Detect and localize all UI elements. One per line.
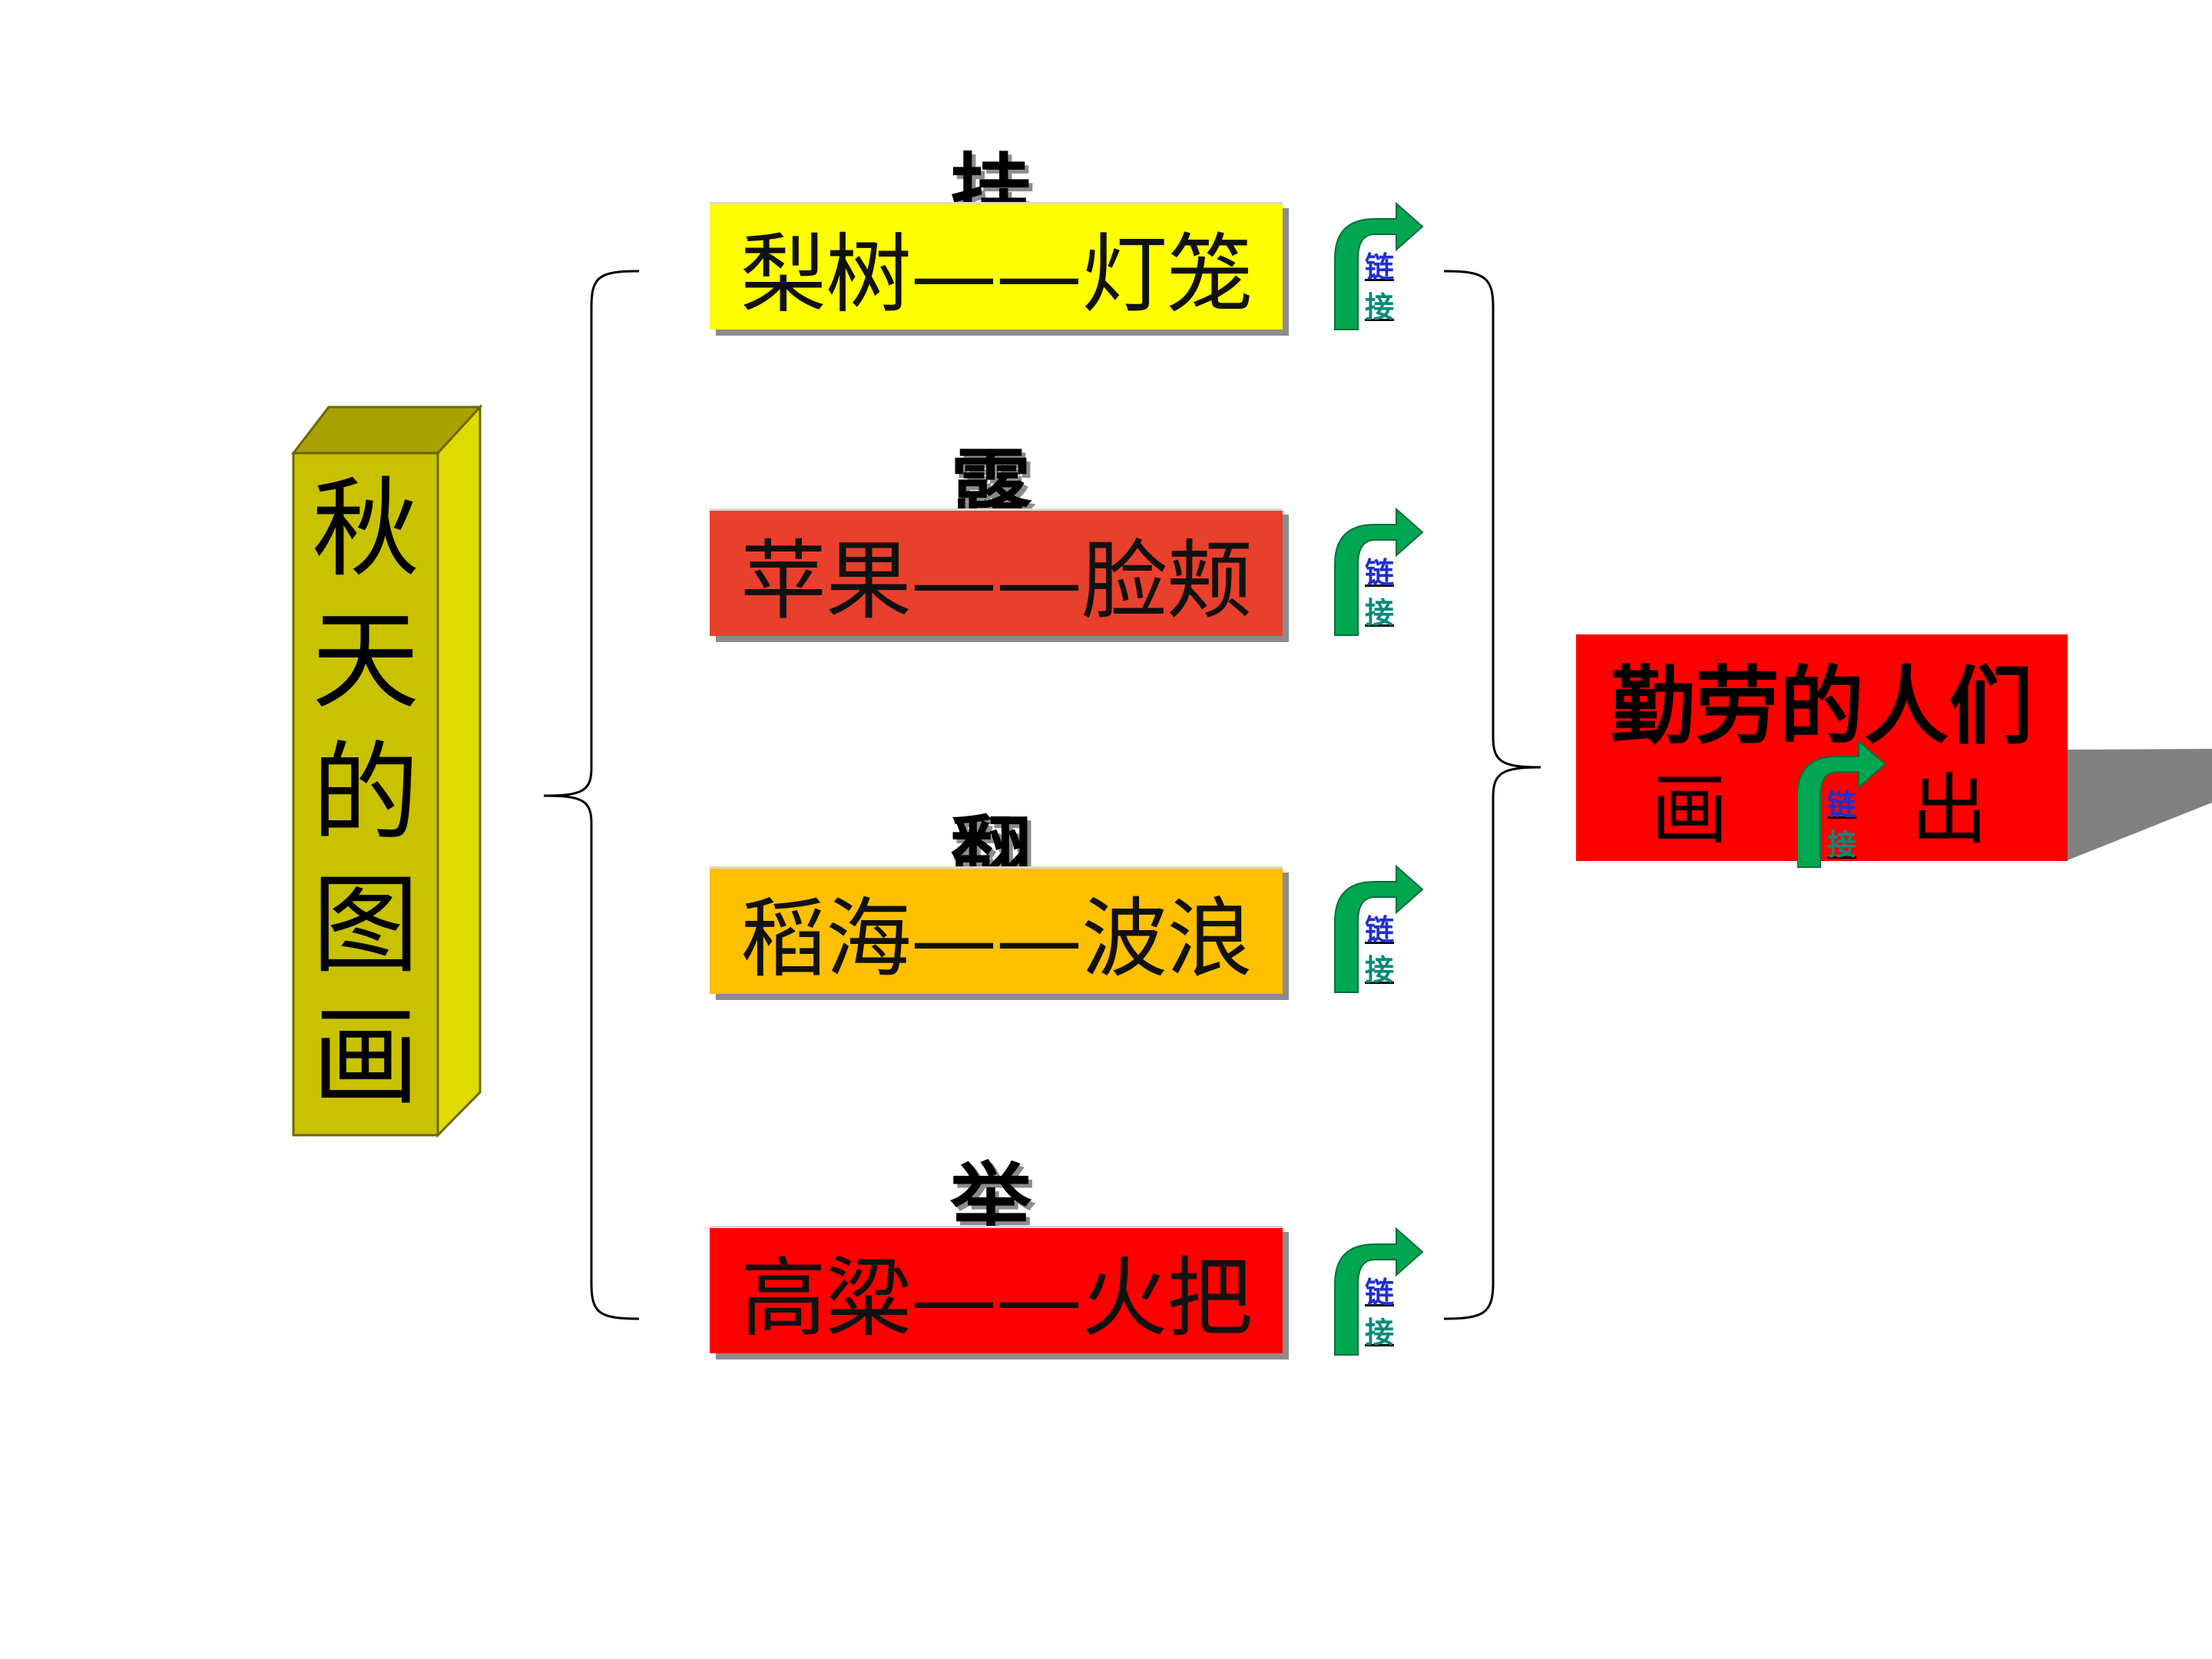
link-arrow-icon[interactable]: [1334, 507, 1424, 636]
phrase-box: 苹果——脸颊: [710, 508, 1283, 636]
link-label[interactable]: 链接: [1364, 1276, 1394, 1349]
result-word-left: 画: [1651, 765, 1728, 855]
result-word-right: 出: [1911, 765, 1988, 855]
pillar-title-char: 的: [311, 731, 419, 856]
pillar-side-face: [436, 404, 482, 1138]
pillar-front-face: [292, 452, 439, 1137]
result-box: [1576, 634, 2068, 861]
pillar-title: 秋天的图画: [293, 453, 438, 1135]
link-label[interactable]: 链接: [1364, 556, 1394, 630]
phrase-box: 梨树——灯笼: [710, 202, 1283, 329]
link-arrow-icon[interactable]: [1797, 741, 1889, 872]
left-brace: [543, 270, 640, 1320]
pillar-3d: [290, 404, 483, 1138]
link-label[interactable]: 链接: [1826, 788, 1856, 862]
result-title: 勤劳的人们: [1611, 657, 2033, 756]
pillar-title-char: 画: [311, 995, 419, 1121]
link-label[interactable]: 链接: [1364, 913, 1394, 987]
pillar-title-char: 图: [311, 863, 419, 988]
phrase-box: 高粱——火把: [710, 1226, 1283, 1353]
pillar-title-char: 秋: [311, 467, 419, 592]
result-shadow: [2068, 749, 2212, 860]
right-brace: [1443, 270, 1541, 1320]
link-arrow-icon[interactable]: [1334, 864, 1424, 993]
phrase-box: 稻海——波浪: [710, 866, 1283, 994]
link-label[interactable]: 链接: [1364, 250, 1394, 324]
pillar-title-char: 天: [311, 599, 419, 724]
link-arrow-icon[interactable]: [1334, 201, 1424, 330]
link-arrow-icon[interactable]: [1334, 1227, 1424, 1356]
